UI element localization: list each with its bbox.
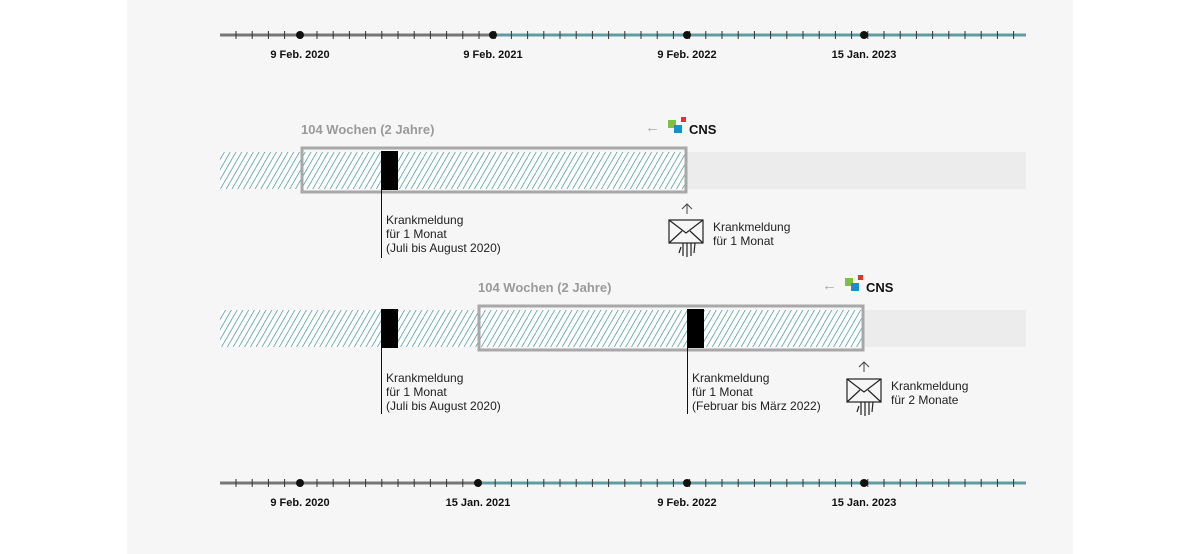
timeline-top-date-3: 9 Feb. 2022 (657, 49, 717, 61)
timeline-top (220, 31, 1026, 39)
note-line: für 1 Monat (386, 385, 447, 399)
arrow-left-icon: ← (822, 277, 837, 294)
note-line: Krankmeldung (891, 379, 969, 393)
note-line: Krankmeldung (386, 371, 464, 385)
timeline-bottom-date-1: 9 Feb. 2020 (270, 497, 330, 509)
timeline-bottom-marker-2 (474, 479, 482, 487)
cns-logo-text: CNS (689, 122, 717, 137)
timeline-bottom-marker-3 (683, 479, 691, 487)
timeline-bottom-ticks (235, 479, 1015, 487)
note-line: (Juli bis August 2020) (386, 399, 501, 413)
scenario-2-note-1: Krankmeldung für 1 Monat (Juli bis Augus… (386, 371, 501, 413)
note-line: Krankmeldung (692, 371, 770, 385)
scenario-1-future-track (686, 152, 1026, 189)
timeline-top-date-2: 9 Feb. 2021 (463, 49, 523, 61)
scenario-1-sick-block (381, 151, 398, 190)
note-line: für 1 Monat (713, 234, 774, 248)
envelope-hand-icon (846, 378, 882, 416)
note-line: Krankmeldung (713, 220, 791, 234)
note-line: (Februar bis März 2022) (692, 399, 821, 413)
cns-logo-text: CNS (866, 280, 894, 295)
timeline-top-date-4: 15 Jan. 2023 (831, 49, 897, 61)
scenario-2-bar (220, 304, 1026, 414)
timeline-bottom (220, 479, 1026, 487)
timeline-bottom-date-2: 15 Jan. 2021 (445, 497, 511, 509)
arrow-left-icon: ← (645, 119, 660, 136)
scenario-2-sick-block-1 (381, 309, 398, 348)
arrow-up-icon (858, 361, 870, 372)
diagram-panel (127, 0, 1073, 554)
scenario-1-period-label: 104 Wochen (2 Jahre) (301, 122, 435, 137)
timeline-top-date-1: 9 Feb. 2020 (270, 49, 330, 61)
scenario-2-hatched-track (220, 310, 863, 347)
timeline-top-marker-1 (296, 31, 304, 39)
timeline-bottom-marker-1 (296, 479, 304, 487)
scenario-2-sick-block-2 (687, 309, 704, 348)
scenario-1-cns-logo: ← CNS (645, 116, 725, 140)
envelope-hand-icon (668, 219, 704, 257)
timeline-bottom-date-4: 15 Jan. 2023 (831, 497, 897, 509)
scenario-1-bar (220, 146, 1026, 258)
scenario-2-note-2: Krankmeldung für 1 Monat (Februar bis Mä… (692, 371, 821, 413)
scenario-2-cns-logo: ← CNS (822, 274, 902, 298)
scenario-1-period-frame (300, 146, 688, 194)
timeline-bottom-date-3: 9 Feb. 2022 (657, 497, 717, 509)
timeline-bottom-marker-4 (860, 479, 868, 487)
note-line: (Juli bis August 2020) (386, 241, 501, 255)
timeline-top-marker-4 (860, 31, 868, 39)
note-line: für 1 Monat (386, 227, 447, 241)
scenario-1-note-1: Krankmeldung für 1 Monat (Juli bis Augus… (386, 213, 501, 255)
scenario-1-hatched-track (220, 152, 686, 189)
scenario-2-period-label: 104 Wochen (2 Jahre) (478, 280, 612, 295)
scenario-2-submission-note: Krankmeldung für 2 Monate (891, 379, 968, 407)
scenario-1-submission-note: Krankmeldung für 1 Monat (713, 220, 790, 248)
timeline-top-marker-2 (489, 31, 497, 39)
timeline-top-ticks (235, 31, 1015, 39)
scenario-2-period-frame (477, 304, 865, 352)
note-line: für 1 Monat (692, 385, 753, 399)
cns-logo-icon (668, 117, 686, 133)
arrow-up-icon (681, 203, 693, 214)
note-line: Krankmeldung (386, 213, 464, 227)
timeline-top-marker-3 (683, 31, 691, 39)
scenario-2-future-track (863, 310, 1026, 347)
cns-logo-icon (845, 275, 863, 291)
note-line: für 2 Monate (891, 393, 959, 407)
